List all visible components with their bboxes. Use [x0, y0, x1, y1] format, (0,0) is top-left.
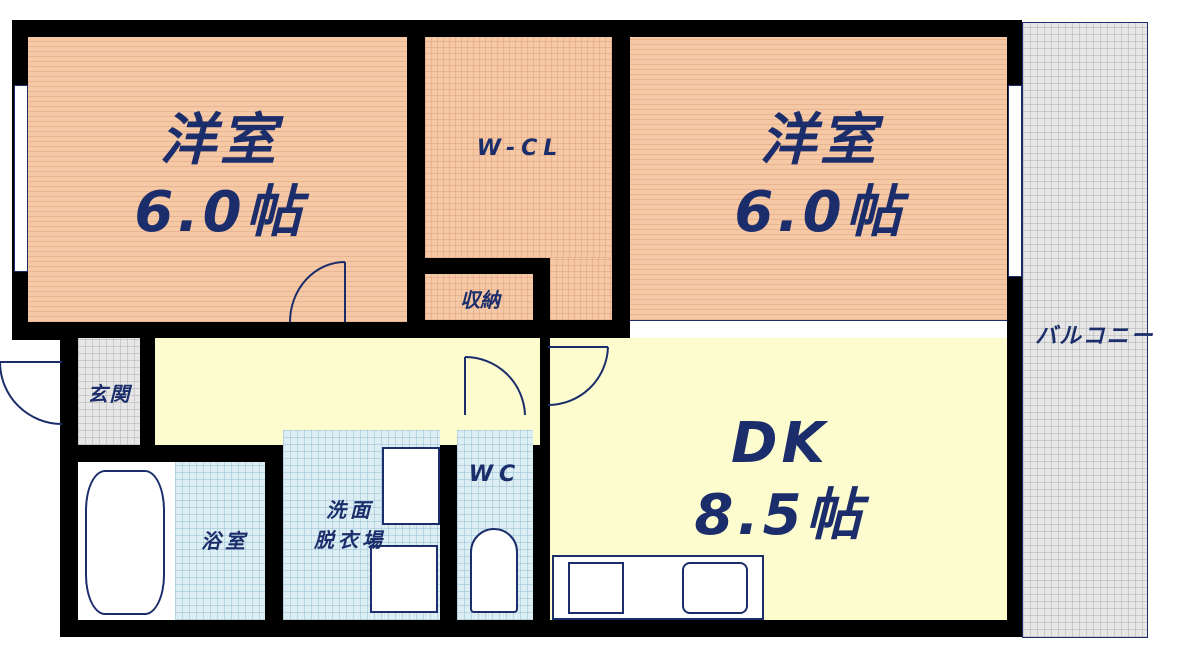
entrance	[78, 338, 140, 445]
balcony	[1022, 22, 1148, 638]
closet-extension	[550, 258, 612, 320]
toilet	[470, 528, 518, 613]
bathtub	[85, 470, 165, 615]
western-room-1-label: 洋室 6.0帖	[100, 105, 340, 249]
window-left	[14, 85, 28, 272]
walk-in-closet	[425, 37, 612, 258]
balcony-label: バルコニー	[1035, 324, 1155, 349]
washroom-line1: 洗面	[326, 498, 374, 522]
stove	[568, 562, 624, 614]
western-room-2-label: 洋室 6.0帖	[700, 105, 940, 249]
bathroom	[175, 462, 265, 620]
room-size: 6.0帖	[734, 180, 906, 245]
washing-machine	[370, 545, 438, 613]
toilet-room	[457, 430, 533, 620]
room-size: 6.0帖	[134, 180, 306, 245]
dk-label: DK 8.5帖	[660, 408, 900, 552]
room-name: 洋室	[760, 108, 880, 173]
room-name: 洋室	[160, 108, 280, 173]
washbasin	[382, 447, 440, 525]
entrance-door-icon	[0, 361, 63, 425]
storage	[425, 274, 533, 320]
dk-door-icon	[547, 346, 609, 406]
hallway-upper	[265, 338, 540, 415]
washroom-line2: 脱衣場	[314, 528, 386, 552]
western-room-2	[630, 37, 1007, 320]
entrance-label: 玄関	[87, 382, 132, 406]
wc-door-icon	[464, 356, 526, 416]
washroom-label: 洗面脱衣場	[290, 495, 410, 555]
wcl-label: W-CL	[476, 136, 564, 161]
room-name: DK	[731, 411, 829, 476]
western-room-1	[28, 37, 407, 322]
window-right-top	[1008, 85, 1022, 277]
kitchen-sink	[682, 562, 748, 614]
room1-door-icon	[289, 261, 346, 323]
room-size: 8.5帖	[694, 483, 866, 548]
storage-label: 収納	[460, 288, 500, 312]
wc-label: WC	[468, 462, 522, 487]
bath-label: 浴室	[201, 529, 249, 553]
